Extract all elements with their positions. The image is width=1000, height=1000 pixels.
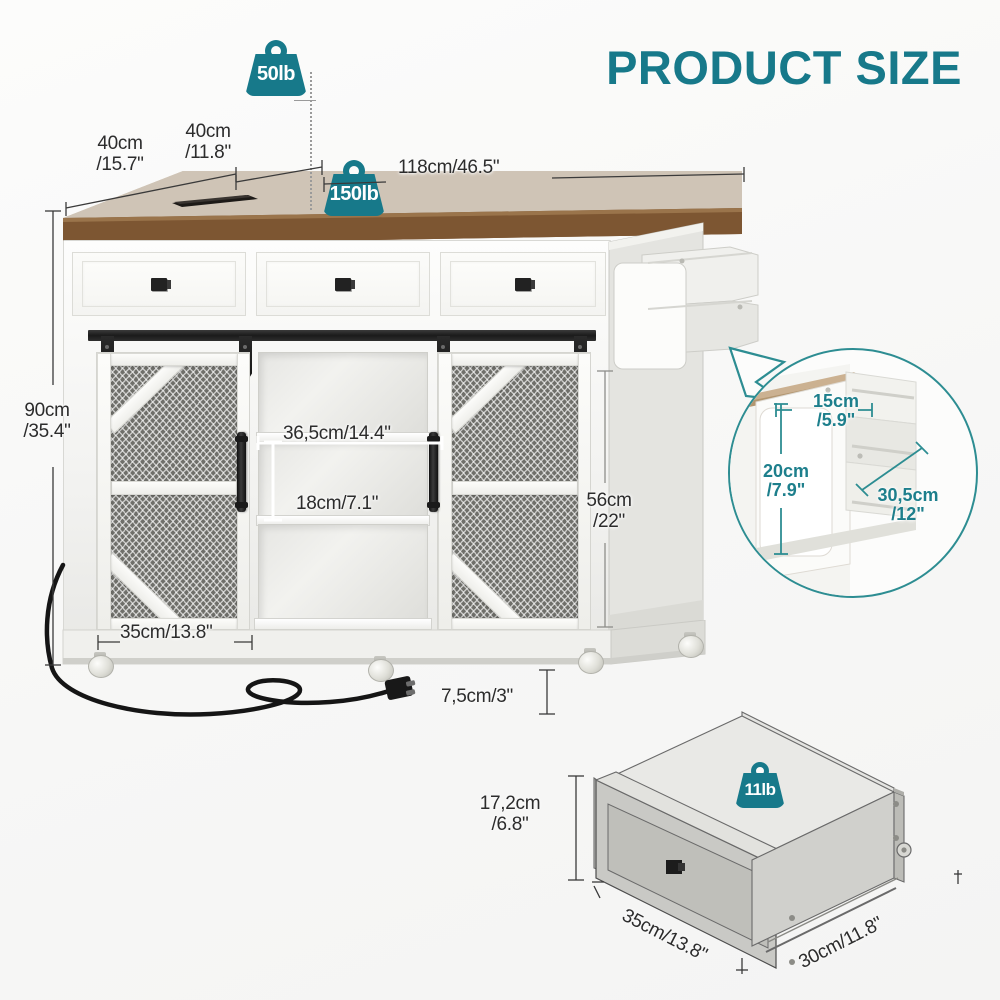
open-shelf-top	[258, 352, 428, 436]
dim-shelf-gap-height: 18cm/7.1"	[296, 493, 379, 514]
dim-line-top-right	[235, 160, 323, 190]
door-frame-right	[578, 353, 590, 629]
weight-badge-50lb: 50lb	[245, 40, 307, 96]
dim-overall-height: 90cm /35.4"	[23, 400, 71, 442]
inset-illustration	[730, 364, 917, 596]
drawer-right[interactable]	[440, 252, 606, 316]
drawer-left[interactable]	[72, 252, 246, 316]
barn-door-handle-left[interactable]	[235, 432, 248, 512]
dim-top-right-depth: 40cm /11.8"	[185, 121, 231, 163]
door-brace-horizontal	[111, 481, 237, 495]
dim-drawer-height: 17,2cm /6.8"	[479, 793, 541, 835]
kitchen-island-illustration	[44, 171, 759, 717]
dim-rack-height: 20cm /7.9"	[762, 461, 810, 500]
drawer-knob-icon[interactable]	[515, 278, 535, 291]
dim-line-shelf-gap	[264, 440, 282, 522]
dim-door-width: 35cm/13.8"	[120, 622, 213, 643]
dim-line-drawer-depth	[954, 870, 962, 884]
hanger-bolt-icon	[578, 345, 582, 349]
dim-caster-height: 7,5cm/3"	[441, 686, 513, 707]
dim-line-caster-height	[539, 669, 555, 715]
dim-line-drawer-width	[592, 881, 748, 974]
dim-line-door-width	[97, 635, 253, 650]
hanger-bolt-icon	[441, 345, 445, 349]
drawer-knob-icon	[666, 860, 685, 874]
barn-door-left[interactable]	[96, 352, 250, 630]
dim-line-rack-depth	[775, 403, 873, 417]
dim-line-overall-width	[323, 167, 745, 192]
door-brace-horizontal	[452, 481, 578, 495]
weight-leader-line	[310, 72, 312, 210]
side-rack-detail-inset: 15cm /5.9" 20cm /7.9" 30,5cm /12"	[728, 348, 978, 598]
open-shelf-bottom	[258, 524, 428, 622]
door-frame-left	[438, 353, 452, 629]
drawer-knob-icon[interactable]	[151, 278, 171, 291]
dim-cabinet-interior-height: 56cm /22"	[586, 490, 632, 532]
hanger-bolt-icon	[243, 345, 247, 349]
caster-wheel-icon	[678, 632, 704, 658]
caster-wheel-icon	[368, 656, 394, 682]
door-frame-top	[97, 353, 249, 366]
dim-rack-width: 30,5cm /12"	[877, 485, 939, 524]
barn-door-right[interactable]	[437, 352, 591, 630]
barn-door-rail	[88, 330, 596, 341]
drawer-knob-icon[interactable]	[335, 278, 355, 291]
drawer-center[interactable]	[256, 252, 430, 316]
dim-overall-width: 118cm/46.5"	[398, 157, 500, 178]
open-shelf-middle	[258, 441, 428, 519]
leader-tick	[294, 100, 316, 101]
countertop-slab	[63, 171, 742, 245]
dim-top-left-depth: 40cm /15.7"	[96, 133, 144, 175]
dim-line-rack-width	[855, 441, 929, 497]
dim-line-drawer-height	[568, 775, 584, 881]
dim-line-top-left	[65, 167, 237, 216]
weight-badge-150lb: 150lb	[323, 160, 385, 216]
dim-line-upper-shelf	[256, 436, 444, 450]
door-frame-top	[438, 353, 590, 366]
side-spice-rack	[613, 246, 759, 370]
dim-line-overall-height	[45, 210, 61, 666]
dim-upper-shelf-width: 36,5cm/14.4"	[283, 423, 391, 444]
page-title: PRODUCT SIZE	[606, 41, 962, 94]
drawer-detail-figure: 11lb	[556, 700, 1000, 990]
weight-badge-11lb: 11lb	[735, 762, 785, 808]
dim-rack-depth: 15cm /5.9"	[812, 391, 860, 430]
caster-wheel-icon	[88, 652, 114, 678]
dim-line-interior-height	[597, 370, 613, 628]
door-frame-left	[97, 353, 111, 629]
barn-door-handle-right[interactable]	[427, 432, 440, 512]
caster-wheel-icon	[578, 648, 604, 674]
dim-line-rack-height	[774, 403, 788, 555]
hanger-bolt-icon	[105, 345, 109, 349]
